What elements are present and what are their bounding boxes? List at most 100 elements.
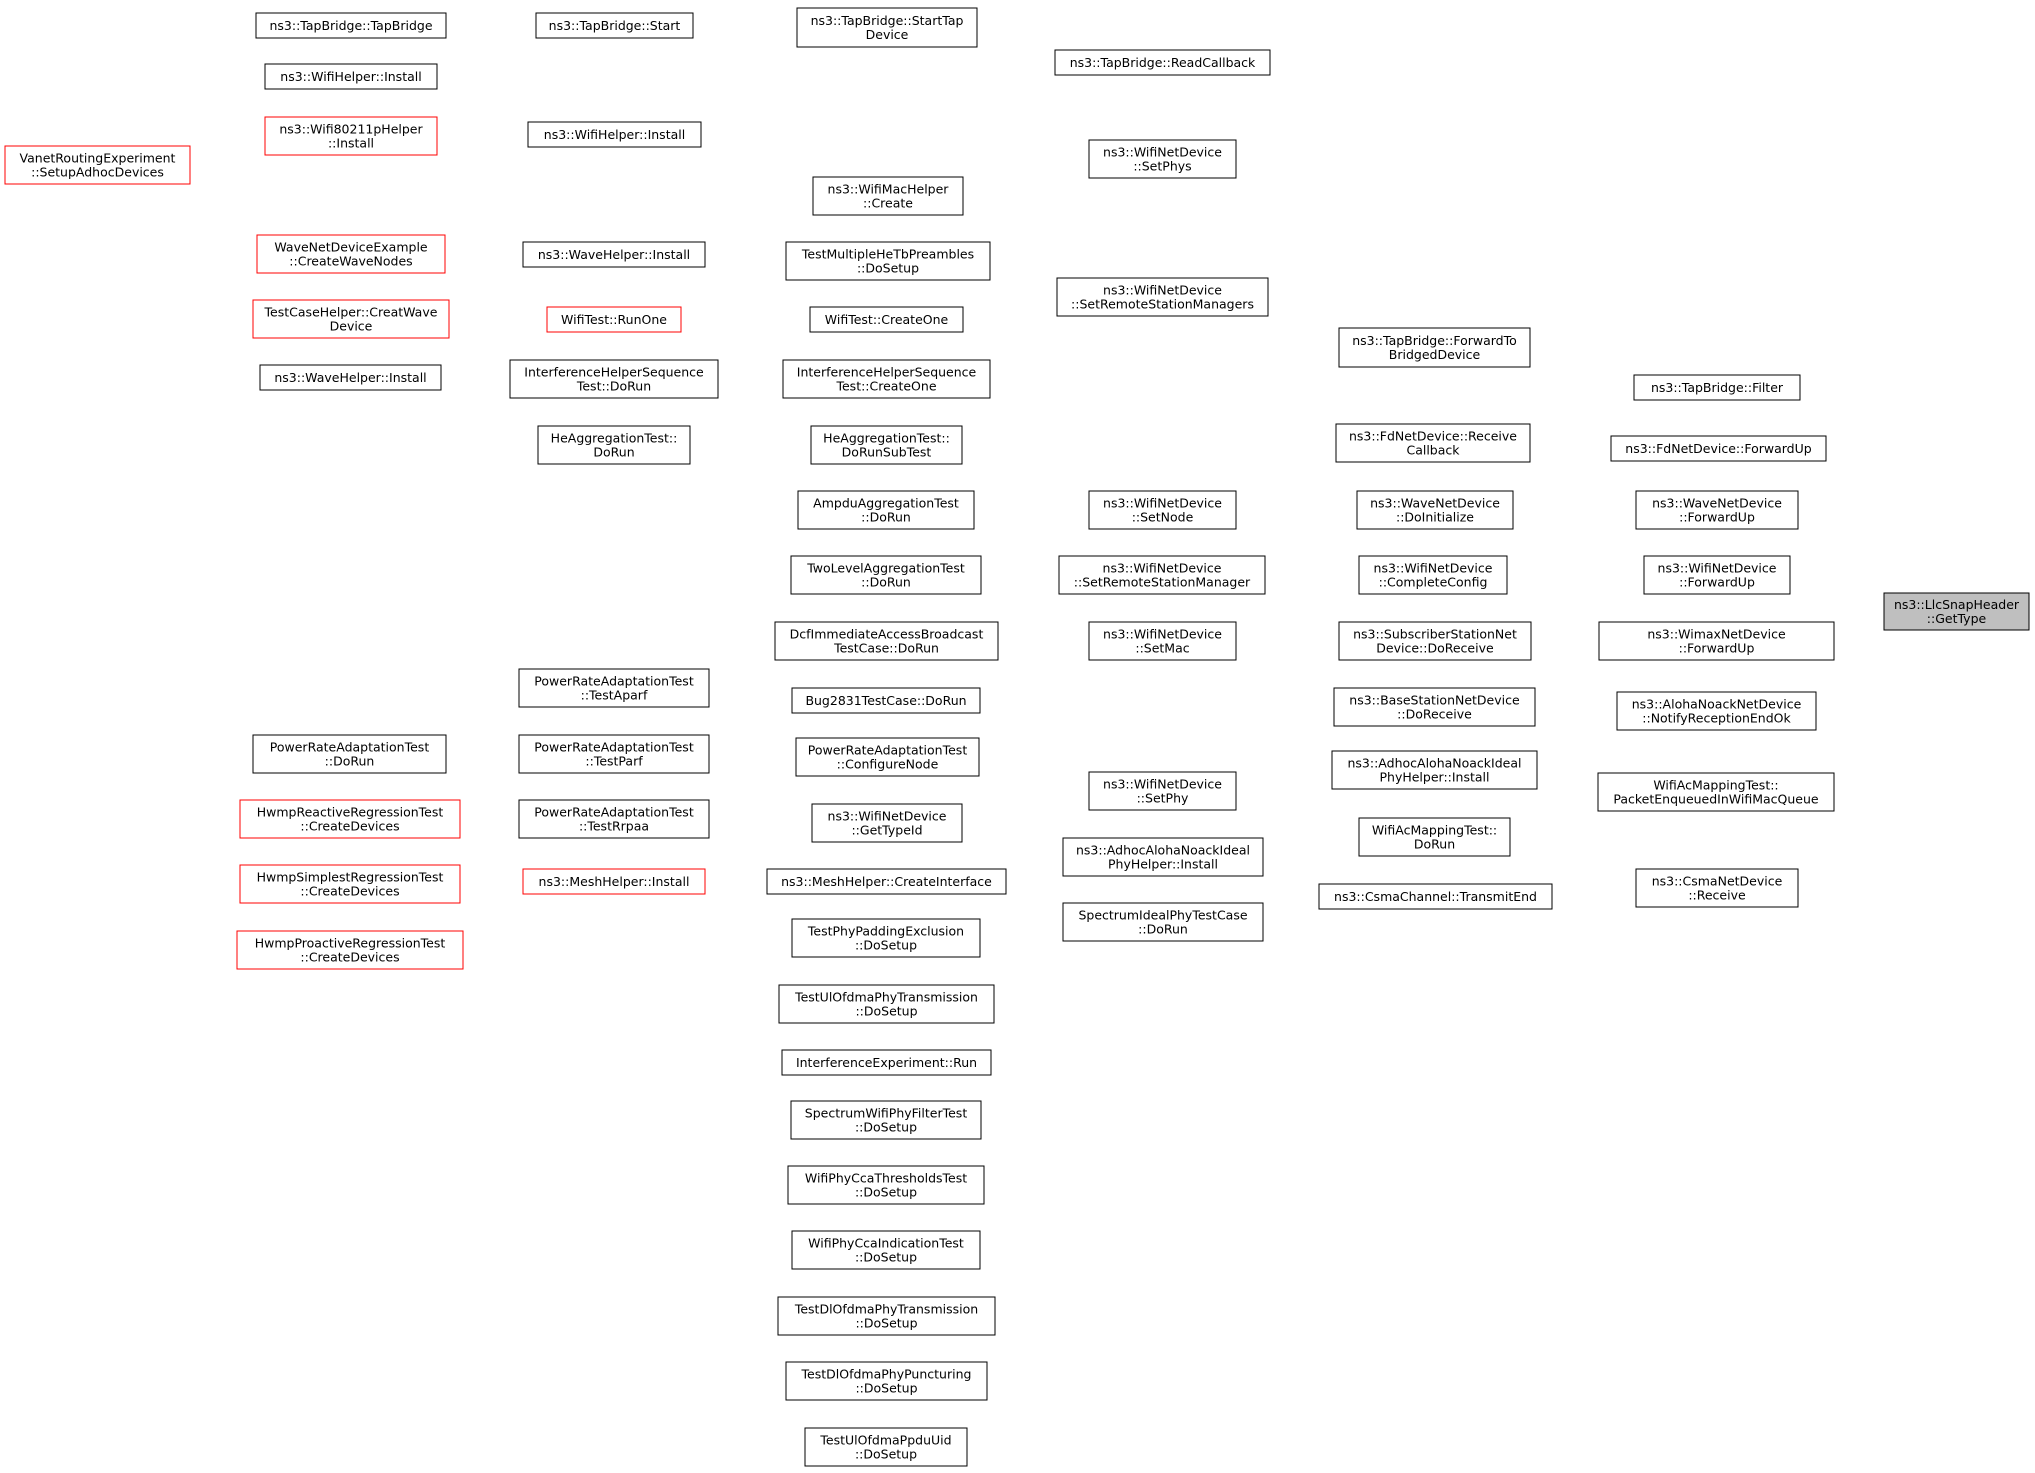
node-dlOfdmaTx[interactable]: TestDlOfdmaPhyTransmission::DoSetup <box>777 1296 996 1336</box>
node-label-line: TestMultipleHeTbPreambles <box>801 247 974 262</box>
node-setPhys[interactable]: ns3::WifiNetDevice::SetPhys <box>1088 139 1237 179</box>
node-hwmpSimplest[interactable]: HwmpSimplestRegressionTest::CreateDevice… <box>239 864 461 904</box>
node-box <box>791 1230 981 1270</box>
node-waveDoInit[interactable]: ns3::WaveNetDevice::DoInitialize <box>1356 490 1514 530</box>
node-wifiAcPkt[interactable]: WifiAcMappingTest::PacketEnqueuedInWifiM… <box>1597 772 1835 812</box>
node-label-line: ::DoSetup <box>855 1250 917 1265</box>
node-label-line: HeAggregationTest:: <box>551 431 678 446</box>
node-heAggSub[interactable]: HeAggregationTest::DoRunSubTest <box>810 425 963 465</box>
node-praAparf[interactable]: PowerRateAdaptationTest::TestAparf <box>518 668 710 708</box>
node-ccaThresholds[interactable]: WifiPhyCcaThresholdsTest::DoSetup <box>787 1165 985 1205</box>
node-fdForwardUp[interactable]: ns3::FdNetDevice::ForwardUp <box>1610 435 1827 462</box>
node-meshInstall[interactable]: ns3::MeshHelper::Install <box>522 868 706 895</box>
node-label-line: WifiTest::RunOne <box>561 312 667 327</box>
node-box <box>1358 817 1511 857</box>
node-adhocInstall1[interactable]: ns3::AdhocAlohaNoackIdealPhyHelper::Inst… <box>1331 750 1538 790</box>
node-setRemoteMgrs[interactable]: ns3::WifiNetDevice::SetRemoteStationMana… <box>1056 277 1269 317</box>
node-getTypeId[interactable]: ns3::WifiNetDevice::GetTypeId <box>811 803 963 843</box>
node-wimaxForwardUp[interactable]: ns3::WimaxNetDevice::ForwardUp <box>1598 621 1835 661</box>
node-setPhy[interactable]: ns3::WifiNetDevice::SetPhy <box>1088 771 1237 811</box>
node-ulOfdmaTx[interactable]: TestUlOfdmaPhyTransmission::DoSetup <box>778 984 995 1024</box>
node-label-line: ::CreateDevices <box>300 819 399 834</box>
node-baseStationRx[interactable]: ns3::BaseStationNetDevice::DoReceive <box>1333 687 1536 727</box>
node-waveForwardUp[interactable]: ns3::WaveNetDevice::ForwardUp <box>1635 490 1799 530</box>
node-box <box>527 121 702 148</box>
node-setMac[interactable]: ns3::WifiNetDevice::SetMac <box>1088 621 1237 661</box>
node-target[interactable]: ns3::LlcSnapHeader::GetType <box>1883 592 2030 631</box>
node-heAggDoRun[interactable]: HeAggregationTest::DoRun <box>537 425 691 465</box>
node-interfSeqCreateOne[interactable]: InterferenceHelperSequenceTest::CreateOn… <box>782 359 991 399</box>
node-subscriberRx[interactable]: ns3::SubscriberStationNetDevice::DoRecei… <box>1338 621 1532 661</box>
node-wifiForwardUp[interactable]: ns3::WifiNetDevice::ForwardUp <box>1643 555 1791 595</box>
node-box <box>1635 868 1799 908</box>
node-bug2831[interactable]: Bug2831TestCase::DoRun <box>791 687 981 714</box>
node-completeConfig[interactable]: ns3::WifiNetDevice::CompleteConfig <box>1358 555 1508 595</box>
node-praParf[interactable]: PowerRateAdaptationTest::TestParf <box>518 734 710 774</box>
node-adhocInstall2[interactable]: ns3::AdhocAlohaNoackIdealPhyHelper::Inst… <box>1062 837 1264 877</box>
node-ulOfdmaPpdu[interactable]: TestUlOfdmaPpduUid::DoSetup <box>804 1427 968 1467</box>
node-ampduAgg[interactable]: AmpduAggregationTest::DoRun <box>797 490 975 530</box>
node-box <box>812 176 964 216</box>
node-label-line: ns3::WifiNetDevice <box>1103 777 1222 792</box>
node-spectrumIdeal[interactable]: SpectrumIdealPhyTestCase::DoRun <box>1062 902 1264 942</box>
node-wifiTestRunOne[interactable]: WifiTest::RunOne <box>546 306 682 333</box>
node-label-line: ::DoSetup <box>855 1185 917 1200</box>
node-praDoRun[interactable]: PowerRateAdaptationTest::DoRun <box>252 734 447 774</box>
node-box <box>1331 750 1538 790</box>
node-wifiMacCreate[interactable]: ns3::WifiMacHelper::Create <box>812 176 964 216</box>
node-box <box>1062 837 1264 877</box>
node-label-line: TwoLevelAggregationTest <box>806 561 965 576</box>
node-label-line: TestDlOfdmaPhyTransmission <box>794 1302 978 1317</box>
node-label-line: ::DoSetup <box>855 1120 917 1135</box>
node-praRrpaa[interactable]: PowerRateAdaptationTest::TestRrpaa <box>518 799 710 839</box>
node-label-line: ns3::WifiNetDevice <box>1103 627 1222 642</box>
node-hwmpReactive[interactable]: HwmpReactiveRegressionTest::CreateDevice… <box>239 799 461 839</box>
node-box <box>255 12 447 39</box>
node-tapFilter[interactable]: ns3::TapBridge::Filter <box>1633 374 1801 401</box>
node-tapStart[interactable]: ns3::TapBridge::Start <box>535 12 694 39</box>
node-tapReadCb[interactable]: ns3::TapBridge::ReadCallback <box>1054 49 1271 76</box>
node-csmaReceive[interactable]: ns3::CsmaNetDevice::Receive <box>1635 868 1799 908</box>
node-vanet[interactable]: VanetRoutingExperiment::SetupAdhocDevice… <box>4 145 191 185</box>
node-box <box>810 425 963 465</box>
node-wifiTestCreateOne[interactable]: WifiTest::CreateOne <box>809 306 964 333</box>
node-spectrumFilter[interactable]: SpectrumWifiPhyFilterTest::DoSetup <box>790 1100 982 1140</box>
node-label-line: WifiTest::CreateOne <box>825 312 949 327</box>
node-label-line: ::CreateDevices <box>300 950 399 965</box>
node-phyPadding[interactable]: TestPhyPaddingExclusion::DoSetup <box>791 918 981 958</box>
node-waveInstall[interactable]: ns3::WaveHelper::Install <box>522 241 706 268</box>
node-dlOfdmaPunct[interactable]: TestDlOfdmaPhyPuncturing::DoSetup <box>785 1361 988 1401</box>
node-tapCtor[interactable]: ns3::TapBridge::TapBridge <box>255 12 447 39</box>
node-dcfImmediate[interactable]: DcfImmediateAccessBroadcastTestCase::DoR… <box>774 621 999 661</box>
node-waveInstall2[interactable]: ns3::WaveHelper::Install <box>259 364 442 391</box>
node-hwmpProactive[interactable]: HwmpProactiveRegressionTest::CreateDevic… <box>236 930 464 970</box>
node-ccaIndication[interactable]: WifiPhyCcaIndicationTest::DoSetup <box>791 1230 981 1270</box>
node-testMultiHe[interactable]: TestMultipleHeTbPreambles::DoSetup <box>785 241 991 281</box>
node-box <box>1335 423 1531 463</box>
node-waveExample[interactable]: WaveNetDeviceExample::CreateWaveNodes <box>256 234 446 274</box>
nodes-layer: ns3::LlcSnapHeader::GetType ns3::TapBridg… <box>4 7 2030 1467</box>
node-label-line: ns3::WifiHelper::Install <box>280 69 421 84</box>
node-box <box>1056 277 1269 317</box>
node-setRemoteMgr[interactable]: ns3::WifiNetDevice::SetRemoteStationMana… <box>1058 555 1266 595</box>
node-wifiInstallTop[interactable]: ns3::WifiHelper::Install <box>264 63 438 90</box>
node-setNode[interactable]: ns3::WifiNetDevice::SetNode <box>1088 490 1237 530</box>
node-box <box>785 241 991 281</box>
node-alohaNotify[interactable]: ns3::AlohaNoackNetDevice::NotifyReceptio… <box>1616 691 1817 731</box>
node-wifiAcDoRun[interactable]: WifiAcMappingTest::DoRun <box>1358 817 1511 857</box>
node-label-line: InterferenceExperiment::Run <box>796 1055 977 1070</box>
node-box <box>778 984 995 1024</box>
node-wifi80211p[interactable]: ns3::Wifi80211pHelper::Install <box>264 116 438 156</box>
node-twoLevelAgg[interactable]: TwoLevelAggregationTest::DoRun <box>790 555 982 595</box>
node-meshCreateIf[interactable]: ns3::MeshHelper::CreateInterface <box>766 868 1007 895</box>
node-praConfigure[interactable]: PowerRateAdaptationTest::ConfigureNode <box>795 737 980 777</box>
node-csmaTransmitEnd[interactable]: ns3::CsmaChannel::TransmitEnd <box>1318 883 1553 910</box>
node-wifiInstall[interactable]: ns3::WifiHelper::Install <box>527 121 702 148</box>
node-box <box>522 241 706 268</box>
node-interfExpRun[interactable]: InterferenceExperiment::Run <box>781 1049 992 1076</box>
